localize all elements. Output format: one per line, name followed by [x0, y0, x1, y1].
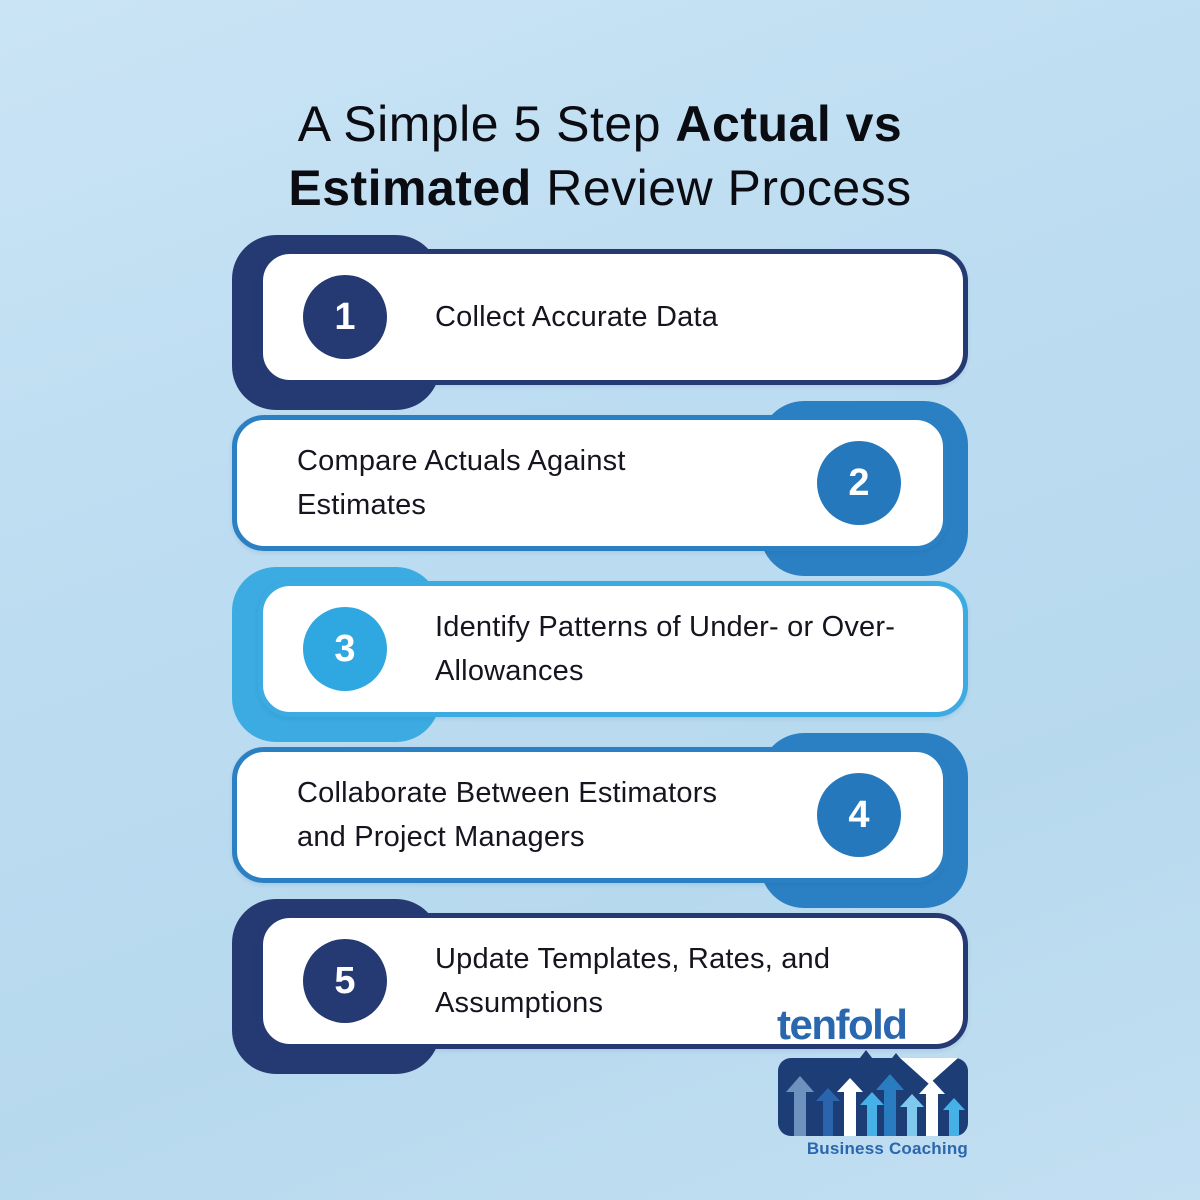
step-number-badge: 1 — [303, 275, 387, 359]
title-bold-text: Estimated — [288, 160, 532, 216]
title-bold-text: Actual vs — [675, 96, 903, 152]
logo-brand-name: tenfold — [777, 1001, 908, 1048]
step-white-card: 5 Update Templates, Rates, and Assumptio… — [258, 913, 968, 1049]
step-white-card: 1 Collect Accurate Data — [258, 249, 968, 385]
title-line-1: A Simple 5 Step Actual vs — [0, 92, 1200, 156]
step-white-card: 2 Compare Actuals Against Estimates — [232, 415, 948, 551]
logo-tagline: Business Coaching — [806, 1139, 968, 1158]
step-label: Identify Patterns of Under- or Over-Allo… — [435, 611, 896, 687]
step-label: Collect Accurate Data — [435, 301, 719, 333]
step-label: Update Templates, Rates, and Assumptions — [435, 943, 831, 1019]
title-line-2: Estimated Review Process — [0, 156, 1200, 220]
steps-list: 1 Collect Accurate Data 2 Compare Actual… — [232, 235, 968, 1079]
step-card-4: 4 Collaborate Between Estimators and Pro… — [232, 733, 968, 908]
step-card-2: 2 Compare Actuals Against Estimates — [232, 401, 968, 576]
title-regular-text: A Simple 5 Step — [297, 96, 676, 152]
step-card-5: 5 Update Templates, Rates, and Assumptio… — [232, 899, 968, 1074]
step-label: Collaborate Between Estimators and Proje… — [297, 777, 718, 853]
step-number-badge: 2 — [817, 441, 901, 525]
step-white-card: 4 Collaborate Between Estimators and Pro… — [232, 747, 948, 883]
step-number-badge: 4 — [817, 773, 901, 857]
step-card-3: 3 Identify Patterns of Under- or Over-Al… — [232, 567, 968, 742]
step-number-badge: 3 — [303, 607, 387, 691]
tenfold-logo: tenfold Business Coaching — [775, 1002, 968, 1159]
title-regular-text: Review Process — [531, 160, 912, 216]
step-card-1: 1 Collect Accurate Data — [232, 235, 968, 410]
step-white-card: 3 Identify Patterns of Under- or Over-Al… — [258, 581, 968, 717]
growth-arrows-icon — [778, 1050, 968, 1136]
step-label: Compare Actuals Against Estimates — [297, 445, 626, 521]
step-number-badge: 5 — [303, 939, 387, 1023]
page-title: A Simple 5 Step Actual vs Estimated Revi… — [0, 92, 1200, 220]
